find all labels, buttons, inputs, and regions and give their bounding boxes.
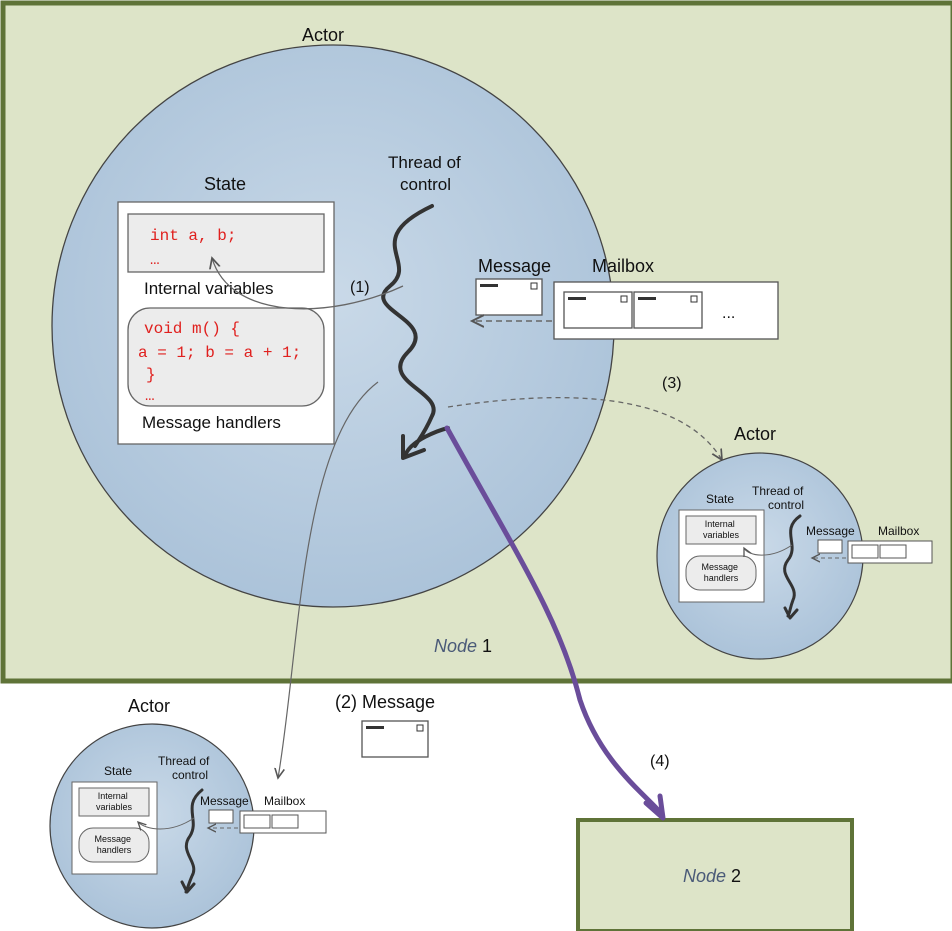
step-4-label: (4) bbox=[650, 753, 670, 770]
left-message-label: Message bbox=[200, 794, 249, 808]
right-message-handlers-label: Message handlers bbox=[701, 562, 740, 583]
right-mailbox-envelope-2 bbox=[879, 544, 907, 559]
left-mailbox-envelope-1 bbox=[243, 814, 271, 829]
left-thread-label: Thread of control bbox=[158, 754, 213, 782]
step-2-label: (2) Message bbox=[335, 692, 435, 712]
node-2-label: Node 2 bbox=[683, 866, 741, 886]
step-1-label: (1) bbox=[350, 279, 370, 296]
left-message-handlers-label: Message handlers bbox=[94, 834, 133, 855]
node-2-box bbox=[576, 818, 854, 931]
left-thread-line bbox=[180, 788, 204, 894]
step-3-label: (3) bbox=[662, 375, 682, 392]
right-handler-arrow bbox=[744, 544, 793, 555]
main-mailbox-envelope-1-stamp bbox=[620, 295, 628, 303]
right-thread-line bbox=[783, 514, 802, 620]
right-actor: Actor State Thread of control Internal v… bbox=[656, 424, 933, 660]
main-message-envelope-stamp bbox=[530, 282, 538, 290]
main-thread-label: Thread of control bbox=[388, 153, 466, 194]
node-1-label: Node 1 bbox=[434, 636, 492, 656]
step-2-arrow bbox=[278, 381, 379, 778]
right-actor-title: Actor bbox=[734, 424, 776, 444]
left-actor: Actor State Thread of control Internal v… bbox=[49, 696, 327, 929]
right-thread-label: Thread of control bbox=[752, 484, 807, 512]
step-2-message-envelope-stamp bbox=[416, 724, 424, 732]
step-4-arrowhead bbox=[643, 793, 666, 821]
step-4-migration-arrow bbox=[444, 425, 663, 815]
left-mailbox-label: Mailbox bbox=[264, 794, 305, 808]
right-message-label: Message bbox=[806, 524, 855, 538]
main-code-vars-ellipsis: … bbox=[150, 251, 160, 269]
main-mailbox-envelope-2-address bbox=[638, 297, 656, 300]
main-message-envelope-address bbox=[480, 284, 498, 287]
main-mailbox-more: ... bbox=[722, 305, 735, 322]
main-message-label: Message bbox=[478, 256, 551, 276]
right-message-handlers-box bbox=[685, 555, 757, 591]
main-code-handler-line1: void m() { bbox=[144, 320, 240, 338]
step-3-arrow bbox=[447, 396, 722, 460]
left-internal-variables-label: Internal variables bbox=[96, 791, 133, 812]
right-internal-variables-label: Internal variables bbox=[703, 519, 740, 540]
step-1-arrow bbox=[212, 258, 404, 310]
right-internal-variables-box bbox=[685, 515, 757, 545]
main-message-handlers-box bbox=[127, 307, 325, 407]
main-mailbox-envelope-2-stamp bbox=[690, 295, 698, 303]
left-message-envelope bbox=[208, 809, 234, 824]
right-state-label: State bbox=[706, 492, 734, 506]
main-state-label: State bbox=[204, 174, 246, 194]
left-handler-arrow bbox=[138, 817, 195, 829]
right-message-envelope bbox=[817, 539, 843, 554]
left-actor-title: Actor bbox=[128, 696, 170, 716]
left-state-label: State bbox=[104, 764, 132, 778]
main-actor-title: Actor bbox=[302, 25, 344, 45]
main-code-vars-line: int a, b; bbox=[150, 227, 236, 245]
main-internal-variables-box bbox=[127, 213, 325, 273]
main-thread-arrowhead bbox=[401, 434, 426, 460]
main-actor: Actor State int a, b; … Internal variabl… bbox=[51, 25, 779, 608]
left-mailbox-envelope-2 bbox=[271, 814, 299, 829]
right-mailbox-envelope-1 bbox=[851, 544, 879, 559]
left-message-handlers-box bbox=[78, 827, 150, 863]
left-internal-variables-box bbox=[78, 787, 150, 817]
main-message-handlers-label: Message handlers bbox=[142, 413, 281, 432]
step-2-message-envelope-address bbox=[366, 726, 384, 729]
main-mailbox-label: Mailbox bbox=[592, 256, 654, 276]
main-code-handler-line2: a = 1; b = a + 1; bbox=[138, 344, 301, 362]
main-code-handler-ellipsis: … bbox=[145, 387, 155, 405]
main-code-handler-line3: } bbox=[146, 366, 156, 384]
right-mailbox-label: Mailbox bbox=[878, 524, 919, 538]
main-mailbox-envelope-1-address bbox=[568, 297, 586, 300]
node-2: Node 2 bbox=[576, 818, 854, 931]
main-internal-variables-label: Internal variables bbox=[144, 279, 273, 298]
